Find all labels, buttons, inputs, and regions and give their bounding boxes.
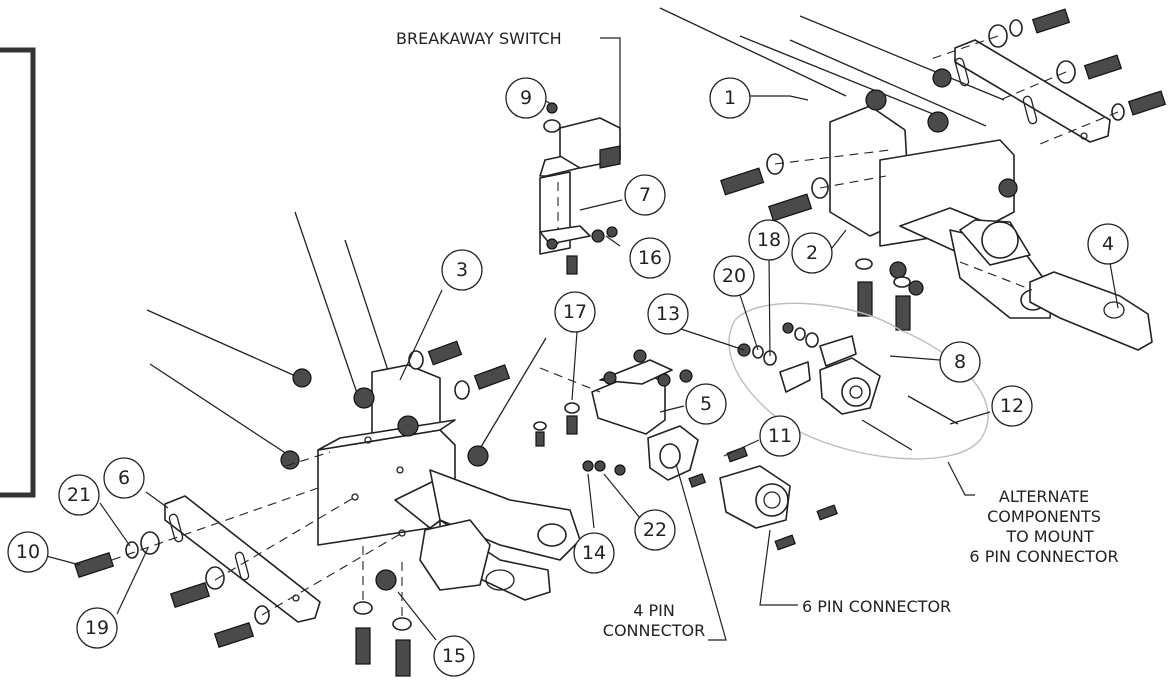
label-alternate-line1: ALTERNATE: [999, 487, 1089, 506]
alternate-components: [728, 302, 989, 460]
svg-text:22: 22: [643, 519, 667, 541]
svg-text:1: 1: [724, 87, 736, 109]
svg-text:13: 13: [656, 303, 680, 325]
callout-8: 8: [939, 341, 981, 383]
callout-3: 3: [441, 249, 483, 291]
label-alternate-line2: COMPONENTS: [987, 507, 1101, 526]
leader-lines: [45, 37, 1119, 641]
svg-text:17: 17: [563, 301, 587, 323]
svg-text:11: 11: [768, 425, 792, 447]
svg-text:4: 4: [1102, 233, 1114, 255]
label-4-pin-line1: 4 PIN: [633, 601, 675, 620]
callout-17: 17: [554, 291, 596, 333]
label-6-pin-connector: 6 PIN CONNECTOR: [802, 597, 951, 616]
callout-5: 5: [685, 383, 727, 425]
callout-15: 15: [433, 635, 475, 677]
svg-text:19: 19: [85, 617, 109, 639]
svg-text:20: 20: [722, 265, 746, 287]
breakaway-switch-assembly: [539, 102, 621, 275]
callout-21: 21: [58, 474, 100, 516]
callout-7: 7: [624, 174, 666, 216]
callout-18: 18: [748, 219, 790, 261]
svg-text:5: 5: [700, 393, 712, 415]
label-4-pin-line2: CONNECTOR: [603, 621, 705, 640]
svg-text:2: 2: [806, 242, 818, 264]
callout-1: 1: [709, 77, 751, 119]
callout-6: 6: [103, 457, 145, 499]
callout-14: 14: [573, 532, 615, 574]
label-alternate-line3: TO MOUNT: [1005, 527, 1094, 546]
svg-text:16: 16: [638, 247, 662, 269]
svg-text:6: 6: [118, 467, 130, 489]
callout-16: 16: [629, 237, 671, 279]
svg-text:3: 3: [456, 259, 468, 281]
callout-19: 19: [76, 607, 118, 649]
svg-text:12: 12: [1000, 395, 1024, 417]
svg-text:18: 18: [757, 229, 781, 251]
callout-12: 12: [991, 385, 1033, 427]
callout-22: 22: [634, 509, 676, 551]
hitch-assembly-lower: [73, 211, 581, 677]
callout-20: 20: [713, 255, 755, 297]
callout-4: 4: [1087, 223, 1129, 265]
svg-text:10: 10: [16, 541, 40, 563]
svg-text:9: 9: [520, 87, 532, 109]
page-frame-bracket: [0, 47, 36, 498]
connector-bracket-assembly: [533, 349, 838, 551]
label-breakaway-switch: BREAKAWAY SWITCH: [396, 29, 562, 48]
svg-text:14: 14: [582, 542, 606, 564]
callout-2: 2: [791, 232, 833, 274]
callout-13: 13: [647, 293, 689, 335]
hitch-assembly-upper: [659, 7, 1167, 351]
callout-11: 11: [759, 415, 801, 457]
callout-9: 9: [505, 77, 547, 119]
svg-text:15: 15: [442, 645, 466, 667]
svg-text:7: 7: [639, 184, 651, 206]
callout-10: 10: [7, 531, 49, 573]
label-alternate-line4: 6 PIN CONNECTOR: [969, 547, 1118, 566]
svg-text:8: 8: [954, 351, 966, 373]
svg-text:21: 21: [67, 484, 91, 506]
